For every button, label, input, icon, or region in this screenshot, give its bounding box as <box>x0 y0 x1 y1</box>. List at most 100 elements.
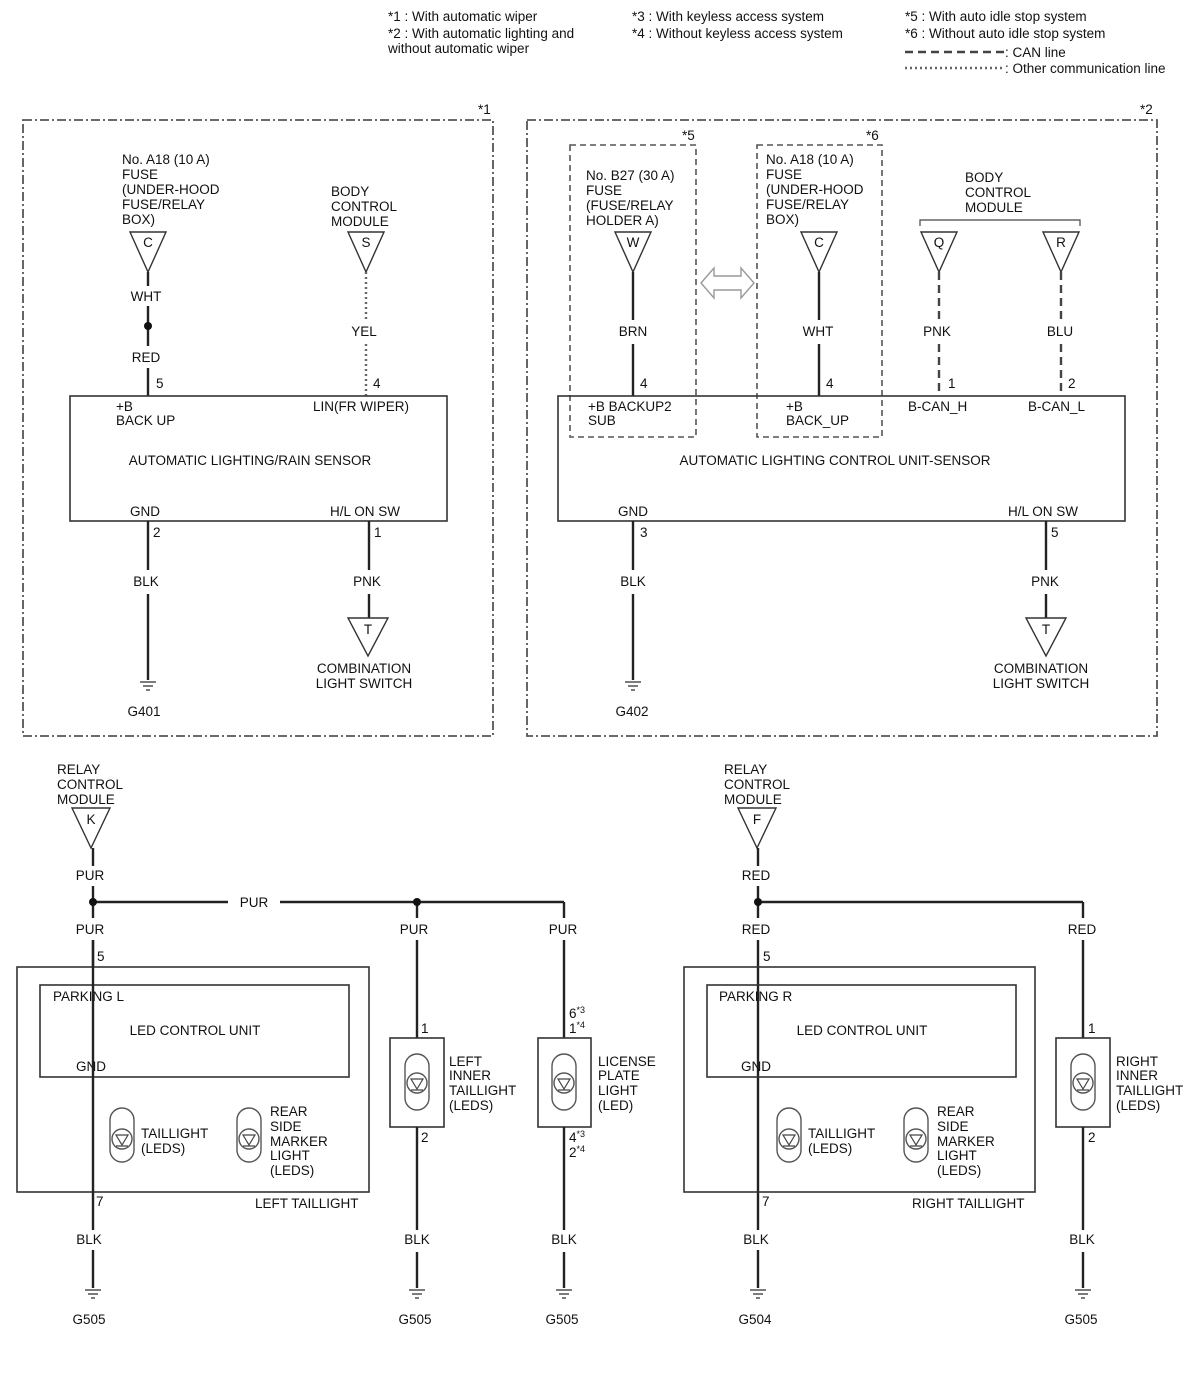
p1-switch-line-1: COMBINATION <box>317 661 411 676</box>
p2-label-can-l: B-CAN_L <box>1028 399 1086 414</box>
panel-2-tag: *2 <box>1140 102 1153 117</box>
p1-ground-label: G401 <box>127 704 160 719</box>
l-ground-symbol-3 <box>556 1289 572 1299</box>
left-taillight-assembly <box>16 966 370 1193</box>
p2-pin-r: 2 <box>1068 376 1076 391</box>
p2-fuse-c-terminal: C <box>814 235 824 250</box>
l-wire-pur-c: PUR <box>549 922 578 937</box>
r-ground-symbol-1 <box>750 1289 766 1299</box>
option-5-tag: *5 <box>682 128 695 143</box>
l-marker-line-1: REAR <box>270 1104 308 1119</box>
r-splice-point <box>754 898 762 906</box>
p2-switch-line-2: LIGHT SWITCH <box>993 676 1090 691</box>
p1-fuse-line-1: No. A18 (10 A) <box>122 152 210 167</box>
p1-fuse-terminal: C <box>143 235 153 250</box>
p1-fuse-line-2: FUSE <box>122 167 158 182</box>
p1-splice-point <box>144 322 152 330</box>
legend-note-6: *6 : Without auto idle stop system <box>905 26 1105 41</box>
p1-pin-gnd: 2 <box>153 525 161 540</box>
p2-fuse-w-line-3: (FUSE/RELAY <box>586 198 674 213</box>
l-lic-pin-top-2: 1*4 <box>569 1020 585 1036</box>
r-assembly-label: RIGHT TAILLIGHT <box>912 1196 1025 1211</box>
r-marker-line-3: MARKER <box>937 1134 995 1149</box>
p1-fuse-line-4: FUSE/RELAY <box>122 197 205 212</box>
l-inner-led-icon <box>404 1053 430 1111</box>
p2-switch-line-1: COMBINATION <box>994 661 1088 676</box>
l-taillight-line-2: (LEDS) <box>141 1141 185 1156</box>
r-parking-label: PARKING R <box>719 989 793 1004</box>
option-6-border <box>756 144 883 438</box>
option-5-border <box>569 144 697 438</box>
p2-bcm-q-terminal: Q <box>934 235 945 250</box>
p1-switch-terminal: T <box>364 622 372 637</box>
p1-bcm-terminal-symbol <box>346 231 386 274</box>
p1-unit-name: AUTOMATIC LIGHTING/RAIN SENSOR <box>129 453 372 468</box>
legend-note-2-cont: without automatic wiper <box>387 41 530 56</box>
r-led-control-unit <box>706 984 1017 1078</box>
p2-label-b: +B <box>786 399 803 414</box>
r-rcm-terminal: F <box>753 812 761 827</box>
p1-bcm-terminal: S <box>361 235 370 250</box>
l-assembly-label: LEFT TAILLIGHT <box>255 1196 359 1211</box>
p1-ground-symbol <box>140 681 156 691</box>
l-wire-pur-a: PUR <box>76 922 105 937</box>
p1-bcm-line-3: MODULE <box>331 214 389 229</box>
r-wire-red-top: RED <box>742 868 771 883</box>
l-wire-blk-1-text: BLK <box>76 1232 102 1247</box>
l-marker-line-4: LIGHT <box>270 1148 310 1163</box>
p2-label-b2: +B BACKUP2 <box>588 399 672 414</box>
p2-pin-w: 4 <box>640 376 648 391</box>
r-marker-led-icon <box>903 1107 929 1163</box>
p2-label-gnd: GND <box>618 504 648 519</box>
l-pin-5: 5 <box>97 949 105 964</box>
r-taillight-line-2: (LEDS) <box>808 1141 852 1156</box>
l-rcm-terminal: K <box>86 812 95 827</box>
p2-bcm-line-2: CONTROL <box>965 185 1031 200</box>
p2-label-backup: BACK_UP <box>786 413 849 428</box>
p1-fuse-line-5: BOX) <box>122 212 155 227</box>
l-wire-blk-2: BLK <box>404 1232 430 1247</box>
l-license-line-3: LIGHT <box>598 1083 638 1098</box>
p2-wire-wht: WHT <box>803 324 834 339</box>
p2-switch-terminal: T <box>1042 622 1050 637</box>
l-lic-pin-top-1: 6*3 <box>569 1005 585 1021</box>
p2-label-can-h: B-CAN_H <box>908 399 967 414</box>
r-wire-blk-2: BLK <box>1069 1232 1095 1247</box>
r-label-backdrop <box>741 1230 773 1250</box>
r-rcm-line-2: CONTROL <box>724 777 790 792</box>
legend-note-4: *4 : Without keyless access system <box>632 26 843 41</box>
l-label-backdrop <box>75 1230 105 1250</box>
p2-fuse-w-line-2: FUSE <box>586 183 622 198</box>
panel-2-automatic-lighting: *2 *5 *6 No. B27 (30 A) FUSE (FUSE/RELAY… <box>526 102 1158 737</box>
r-ground-label-2: G505 <box>1064 1312 1097 1327</box>
p2-pin-c: 4 <box>826 376 834 391</box>
p1-label-gnd: GND <box>130 504 160 519</box>
p2-fuse-c-line-3: (UNDER-HOOD <box>766 182 864 197</box>
r-inner-pin-2: 2 <box>1088 1130 1096 1145</box>
l-marker-line-3: MARKER <box>270 1134 328 1149</box>
r-taillight-led-icon <box>776 1107 802 1163</box>
r-gnd-label: GND <box>741 1059 771 1074</box>
p2-fuse-c-line-1: No. A18 (10 A) <box>766 152 854 167</box>
legend-note-1: *1 : With automatic wiper <box>388 9 538 24</box>
p1-switch-line-2: LIGHT SWITCH <box>316 676 413 691</box>
legend-other-line: : Other communication line <box>1005 61 1166 76</box>
p2-fuse-w-line-1: No. B27 (30 A) <box>586 168 675 183</box>
l-parking-label: PARKING L <box>53 989 125 1004</box>
p2-fuse-w-terminal-symbol <box>613 231 653 274</box>
l-splice-point-2 <box>413 898 421 906</box>
r-wire-blk-1: BLK <box>743 1232 769 1247</box>
l-rcm-line-2: CONTROL <box>57 777 123 792</box>
l-wire-pur-b: PUR <box>400 922 429 937</box>
r-marker-line-4: LIGHT <box>937 1148 977 1163</box>
p2-bcm-bracket <box>919 219 1081 226</box>
p2-bcm-line-1: BODY <box>965 170 1003 185</box>
panel-2-border <box>526 119 1158 737</box>
legend-note-2: *2 : With automatic lighting and <box>388 26 574 41</box>
p2-label-b2-sub: SUB <box>588 413 616 428</box>
p1-fuse-line-3: (UNDER-HOOD <box>122 182 220 197</box>
r-inner-pin-1: 1 <box>1088 1021 1096 1036</box>
r-inner-line-1: RIGHT <box>1116 1054 1158 1069</box>
p1-wire-pnk: PNK <box>353 574 381 589</box>
